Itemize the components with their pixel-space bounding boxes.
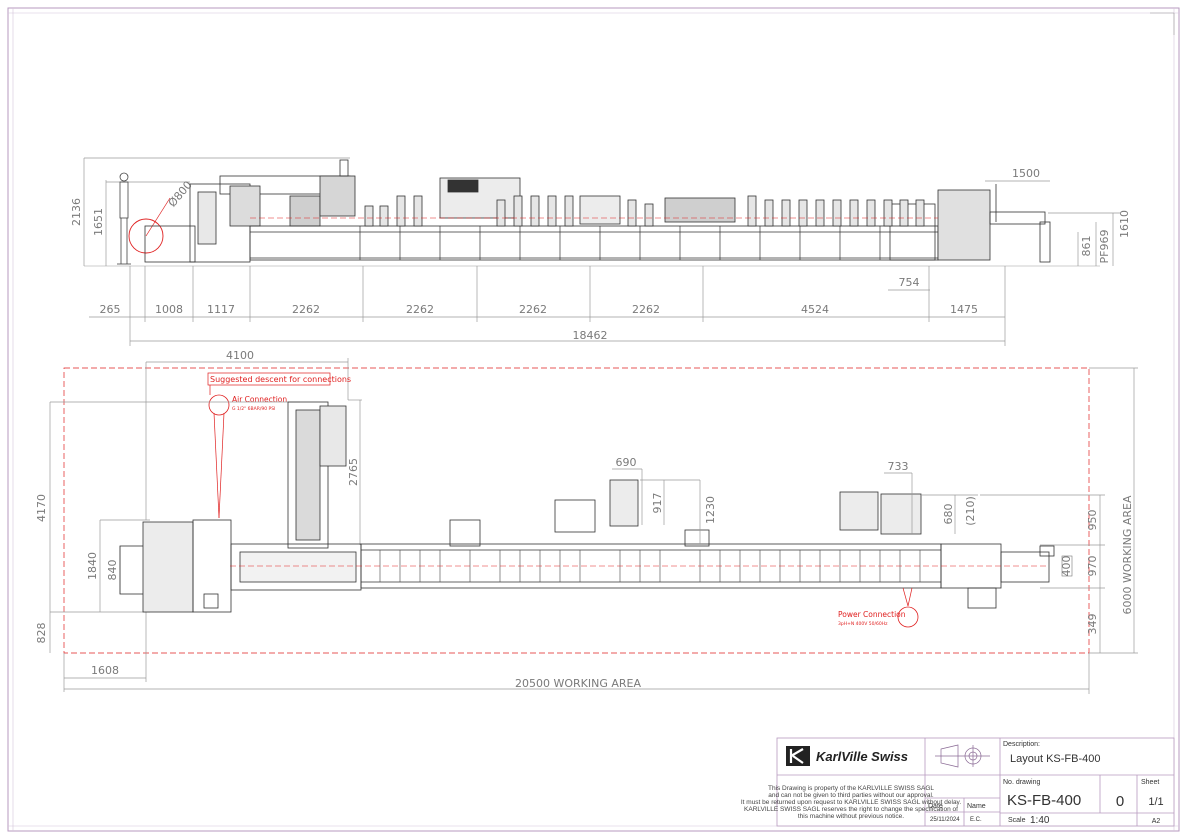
operator-figure — [117, 172, 131, 265]
dim-4524: 4524 — [801, 303, 829, 316]
date-label: Date — [928, 803, 943, 810]
dim-1610: 1610 — [1118, 210, 1131, 238]
dim-969: 969 — [1098, 230, 1111, 251]
air-connection-marker — [208, 394, 230, 416]
dim-4170: 4170 — [35, 494, 48, 522]
disclaimer-line-3: It must be returned upon request to KARL… — [741, 799, 961, 806]
disclaimer-line-2: and can not be given to third parties wi… — [768, 792, 934, 799]
side-stations — [364, 195, 925, 227]
dim-917: 917 — [651, 493, 664, 514]
sheet-label: Sheet — [1141, 779, 1159, 786]
scale-value: 1:40 — [1030, 815, 1050, 826]
dim-1230: 1230 — [704, 496, 717, 524]
dim-950: 950 — [1086, 510, 1099, 531]
dim-2136: 2136 — [70, 198, 83, 226]
name-label: Name — [967, 803, 986, 810]
dim-2765: 2765 — [347, 458, 360, 486]
dim-1475: 1475 — [950, 303, 978, 316]
dim-1651: 1651 — [92, 208, 105, 236]
dim-970: 970 — [1086, 556, 1099, 577]
dim-1608: 1608 — [91, 664, 119, 677]
dim-1117: 1117 — [207, 303, 235, 316]
working-area-outline — [63, 367, 1090, 654]
dim-680: 680 — [942, 504, 955, 525]
dim-861: 861 — [1080, 236, 1093, 257]
paper-size: A2 — [1152, 818, 1161, 825]
dim-2262-d: 2262 — [632, 303, 660, 316]
description-value: Layout KS-FB-400 — [1010, 753, 1101, 765]
drawing-no-label: No. drawing — [1003, 779, 1040, 786]
name-value: E.C. — [970, 817, 982, 823]
machine-side-body — [144, 159, 1051, 263]
sheet-value: 1/1 — [1148, 796, 1163, 808]
working-area-height: 6000 WORKING AREA — [1121, 495, 1134, 614]
description-label: Description: — [1003, 741, 1040, 748]
power-connection-spec: 3pH+N 400V 50/60Hz — [838, 621, 888, 627]
dim-265: 265 — [100, 303, 121, 316]
working-area-width: 20500 WORKING AREA — [515, 677, 641, 690]
dim-2262-a: 2262 — [292, 303, 320, 316]
dim-828: 828 — [35, 623, 48, 644]
machine-plan-body — [119, 401, 1055, 613]
scale-label: Scale — [1008, 817, 1026, 824]
dim-400: 400 — [1060, 556, 1073, 577]
dim-210: (210) — [964, 496, 977, 526]
drawing-no-value: KS-FB-400 — [1007, 792, 1081, 809]
suggested-descent-label: Suggested descent for connections — [210, 375, 351, 384]
disclaimer-line-5: this machine without previous notice. — [798, 813, 904, 820]
dim-2262-c: 2262 — [519, 303, 547, 316]
pf-label: PF — [1098, 251, 1111, 264]
power-connection-title: Power Connection — [838, 610, 906, 619]
plan-view: 4100 Suggested descent for connections A… — [35, 349, 1138, 694]
logo-text: KarlVille Swiss — [816, 749, 908, 764]
air-connection-spec: G 1/2" 6BAR/90 PSI — [232, 406, 275, 412]
power-connection-marker — [897, 606, 919, 628]
side-view: 2136 1651 Ø800 — [70, 157, 1131, 346]
dim-840: 840 — [106, 560, 119, 581]
dim-18462: 18462 — [573, 329, 608, 342]
projection-symbol — [935, 744, 990, 768]
side-cabinets — [359, 226, 881, 260]
dim-1008: 1008 — [155, 303, 183, 316]
date-value: 25/11/2024 — [930, 817, 960, 823]
dim-733: 733 — [888, 460, 909, 473]
title-block: KarlVille Swiss This Drawing is property… — [741, 737, 1175, 827]
dim-4100: 4100 — [226, 349, 254, 362]
revision-value: 0 — [1116, 793, 1124, 810]
dim-754: 754 — [899, 276, 920, 289]
disclaimer-line-1: This Drawing is property of the KARLVILL… — [768, 785, 934, 792]
air-connection-title: Air Connection — [232, 395, 287, 404]
sheet-border — [7, 7, 1180, 832]
dim-1840: 1840 — [86, 552, 99, 580]
karlville-logo: KarlVille Swiss — [786, 746, 908, 766]
dim-690: 690 — [616, 456, 637, 469]
disclaimer-line-4: KARLVILLE SWISS SAGL reserves the right … — [744, 806, 958, 813]
suggested-descent-box — [207, 372, 331, 386]
dim-1500: 1500 — [1012, 167, 1040, 180]
roll-circle — [128, 218, 164, 254]
dim-349: 349 — [1086, 614, 1099, 635]
dim-2262-b: 2262 — [406, 303, 434, 316]
